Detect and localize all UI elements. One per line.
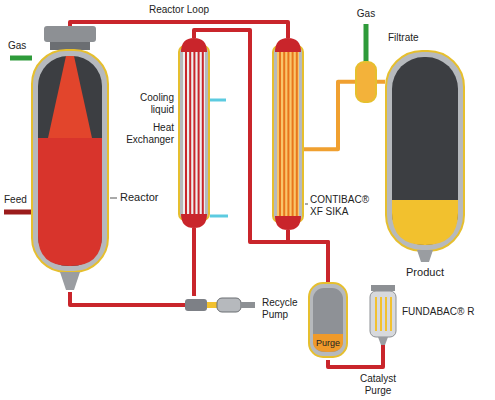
stream-label: Feed [4, 194, 34, 206]
equipment-outline [178, 38, 210, 228]
vessel-cap [275, 38, 301, 52]
vessel-cap [181, 38, 207, 52]
tube [189, 52, 191, 214]
feed-pipe [4, 210, 32, 215]
vessel-interior [183, 52, 205, 214]
product-liquid [392, 200, 458, 245]
vessel-interior [38, 56, 102, 266]
filter-lid [371, 285, 395, 291]
liquid [38, 138, 102, 266]
vessel-shell [273, 46, 303, 222]
tube [185, 52, 187, 214]
vessel-shell [386, 51, 464, 251]
purge-vessel: Purge [308, 282, 348, 360]
equipment-label: Purge [310, 338, 346, 348]
reactor-vessel: Reactor [30, 26, 110, 292]
tube [193, 52, 195, 214]
tube [292, 52, 294, 216]
vessel-shell [32, 50, 108, 272]
process-pipe [70, 292, 185, 305]
cooling-pipe [210, 99, 226, 102]
equipment-outline [185, 296, 255, 314]
filter-candle [375, 297, 377, 331]
filter-candle [380, 297, 382, 331]
filter-candle [385, 297, 387, 331]
equipment-outline [272, 38, 304, 230]
filter-unit: CONTIBAC® XF SIKA [272, 38, 304, 230]
pump-casing [217, 298, 241, 312]
process-pipe [70, 22, 288, 38]
equipment-label: Product [385, 266, 465, 279]
equipment-outline [30, 26, 110, 292]
pump-motor [185, 299, 207, 311]
heat-exchanger: Heat Exchanger [178, 38, 210, 228]
coupling [207, 302, 217, 308]
vessel-interior [277, 52, 299, 216]
recycle-pump: Recycle Pump [185, 296, 255, 314]
filter-unit: FUNDABAC® R [368, 285, 398, 345]
equipment-label: Heat Exchanger [118, 122, 174, 145]
tube [287, 52, 289, 216]
cooling-pipe [210, 215, 228, 218]
vessel-interior [392, 57, 458, 245]
tube [283, 52, 285, 216]
equipment-label: Recycle Pump [262, 297, 304, 320]
pump-outlet [241, 302, 255, 308]
gas-outlet-pipe [364, 24, 369, 62]
equipment-label: Reactor [120, 191, 176, 204]
filter-candle [390, 297, 392, 331]
filter-housing [370, 291, 396, 337]
equipment-outline [385, 50, 465, 262]
leader-line [110, 198, 117, 199]
gas-jet [48, 56, 92, 138]
flange [50, 42, 90, 50]
stream-label: Gas [8, 40, 38, 52]
tube [279, 52, 281, 216]
product-tank: Product [385, 50, 465, 262]
process-pipe [288, 230, 328, 282]
loop-label: Reactor Loop [146, 4, 212, 16]
process-pipe [194, 30, 328, 282]
vessel-cap [275, 216, 301, 230]
vessel-cap [181, 214, 207, 228]
separator-vessel [356, 62, 376, 102]
process-pipe [192, 228, 196, 296]
equipment-outline [368, 285, 398, 345]
vessel-shell [309, 283, 347, 357]
nozzle [378, 337, 388, 345]
nozzle [60, 272, 80, 290]
stream-label: Filtrate [388, 32, 438, 44]
stream-label: Gas [351, 8, 381, 20]
equipment-label: CONTIBAC® XF SIKA [310, 194, 372, 217]
equipment-outline [308, 282, 348, 360]
tube [296, 52, 298, 216]
gas-inlet-pipe [10, 56, 32, 61]
leader-line [305, 204, 308, 205]
stream-label: Catalyst Purge [348, 373, 408, 396]
stream-label: Cooling liquid [118, 92, 174, 115]
tube [198, 52, 200, 214]
equipment-label: FUNDABAC® R [402, 306, 482, 318]
tube [202, 52, 204, 214]
vessel-shell [179, 46, 209, 220]
nozzle [417, 250, 433, 262]
agitator-motor [44, 26, 96, 42]
